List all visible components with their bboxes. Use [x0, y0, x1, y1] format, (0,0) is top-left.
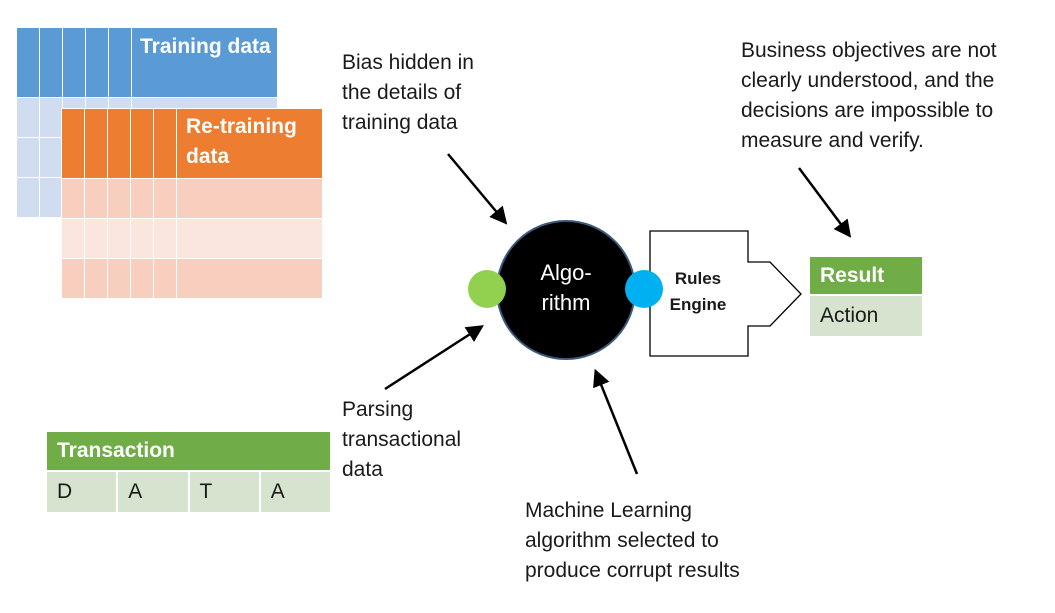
parsing-arrow: [384, 325, 484, 391]
bias-note: Bias hidden in the details of training d…: [342, 51, 474, 134]
transaction-header: Transaction: [47, 432, 330, 470]
ml-arrow: [593, 368, 639, 475]
result-action: Action: [810, 296, 922, 336]
transaction-cell: A: [118, 472, 188, 512]
ml-note: Machine Learning algorithm selected to p…: [525, 499, 740, 582]
parsing-note: Parsing transactional data: [342, 398, 462, 481]
training-data-title: Training data: [140, 35, 271, 58]
business-arrow: [797, 167, 852, 238]
rules-engine-label: Rules Engine: [669, 269, 727, 314]
transaction-row: D A T A: [47, 472, 330, 512]
transaction-cell: T: [189, 472, 259, 512]
retraining-data-table: [61, 108, 323, 299]
transaction-cell: A: [260, 472, 330, 512]
input-connector-dot: [468, 270, 506, 308]
output-connector-dot: [625, 270, 663, 308]
algorithm-label: Algo- rithm: [540, 260, 592, 315]
transaction-cell: D: [47, 472, 117, 512]
rules-engine-arrow-shape: [649, 230, 802, 357]
algorithm-circle: [496, 220, 636, 360]
bias-arrow: [447, 153, 508, 225]
retraining-data-title: Re-training data: [186, 115, 297, 168]
result-header: Result: [810, 257, 922, 294]
business-note: Business objectives are not clearly unde…: [741, 39, 997, 152]
